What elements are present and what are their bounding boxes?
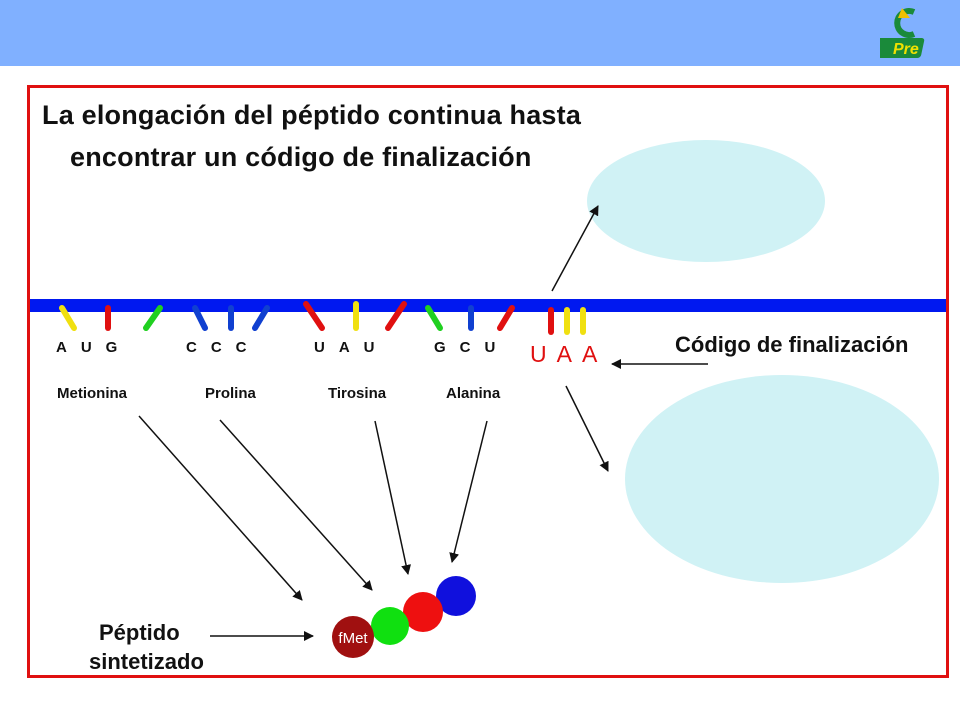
trna-bases-gcu [425,305,515,331]
peptide-residue-1 [332,616,374,658]
peptide-label: Péptido sintetizado [89,618,204,675]
trna-bases-stop [548,307,586,335]
arrow-to-large-subunit [551,205,599,292]
peptide-label-line-2: sintetizado [89,649,204,674]
amino-acid-metionina: Metionina [57,385,127,402]
svg-text:Pre: Pre [893,41,919,58]
codon-gcu: GCU [434,339,510,356]
peptide-residue-1-label: fMet [338,630,368,647]
trna-bases-ccc [192,305,270,331]
slide-frame: fMet La elongación del péptido continua … [27,85,949,678]
codon-uau: UAU [314,339,389,356]
peptide-residue-4 [436,576,476,616]
header-band [0,0,960,66]
slide-title: La elongación del péptido continua hasta… [42,94,581,178]
trna-bases-aug [59,305,163,331]
amino-acid-prolina: Prolina [205,385,256,402]
arrow-prolina [219,419,373,591]
codon-aug: AUG [56,339,132,356]
arrow-tirosina [374,420,411,575]
amino-acid-tirosina: Tirosina [328,385,387,402]
peptide-label-line-1: Péptido [99,620,180,645]
codon-ccc: CCC [186,339,261,356]
ribosome-large-subunit [587,140,825,262]
title-line-1: La elongación del péptido continua hasta [42,100,582,130]
mrna-strand [30,299,946,312]
amino-acid-alanina: Alanina [446,385,501,402]
peptide-residue-3 [403,592,443,632]
title-line-2: encontrar un código de finalización [70,142,532,172]
trna-bases-uau [303,301,407,331]
stop-codon: UAA [530,341,608,367]
stop-codon-label: Código de finalización [675,332,909,357]
ribosome-small-subunit [625,375,939,583]
peptide-residue-2 [371,607,409,645]
translation-diagram: fMet [30,140,946,658]
arrow-to-small-subunit [565,385,609,472]
arrow-metionina [138,415,303,601]
arrow-alanina [449,420,488,563]
pre-logo-icon: Pre [880,8,925,58]
